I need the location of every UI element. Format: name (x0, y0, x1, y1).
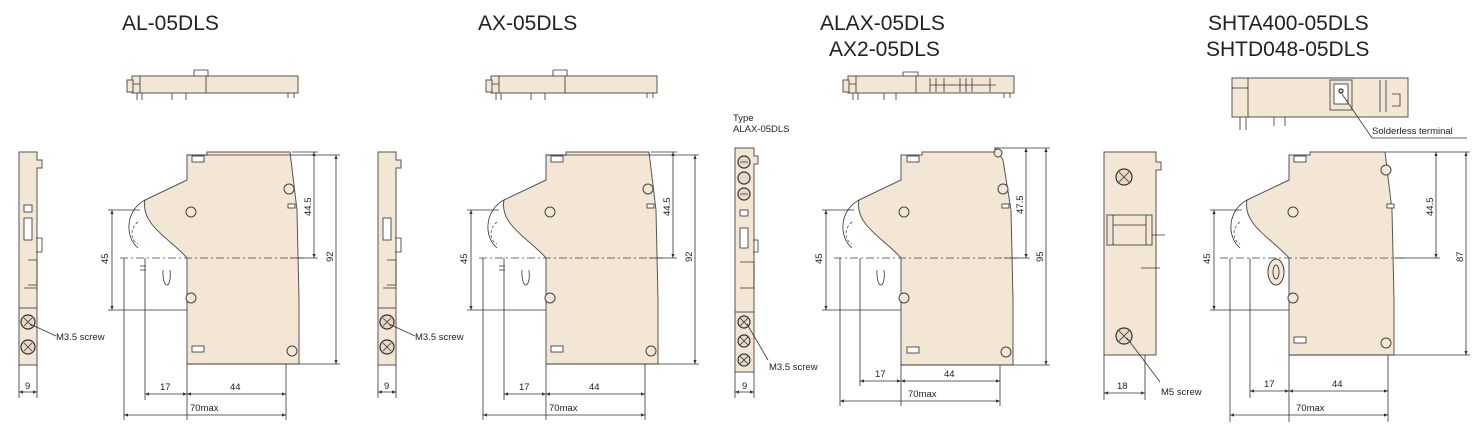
group-shta400-05dls: Solderless terminal 18 M5 screw (1103, 77, 1470, 422)
dim-height: 95 (1035, 251, 1046, 262)
screw-label: M3.5 screw (769, 362, 818, 373)
side-view: 9 M3.5 screw (734, 147, 818, 398)
group-ax-05dls: 9 M3.5 screw 92 44.5 45 (377, 69, 699, 420)
dim-offset: 45 (814, 253, 825, 264)
dim-side-width: 18 (1117, 381, 1128, 392)
dim-mid: 44 (1332, 379, 1343, 390)
dim-side-width: 9 (742, 381, 747, 392)
dim-height: 87 (1455, 251, 1466, 262)
dim-offset: 45 (459, 253, 470, 264)
dim-offset: 45 (100, 253, 111, 264)
top-view: Solderless terminal (1231, 77, 1467, 139)
dim-height: 92 (325, 251, 336, 262)
dim-upper: 44.5 (1425, 198, 1436, 217)
side-view: 18 M5 screw (1103, 151, 1202, 400)
dim-side-width: 9 (384, 381, 389, 392)
dim-left: 17 (160, 382, 171, 393)
model-title-shtd048-05dls: SHTD048-05DLS (1206, 38, 1369, 61)
dim-width: 70max (190, 403, 219, 414)
group-alax-05dls: Type ALAX-05DLS 9 M3.5 screw (733, 71, 1050, 406)
front-view: 95 47.5 45 17 44 70max (814, 146, 1050, 406)
top-view (126, 69, 299, 100)
dim-left: 17 (1264, 379, 1275, 390)
type-label-model: ALAX-05DLS (733, 124, 790, 135)
top-view (842, 71, 1015, 100)
front-view: 92 44.5 45 17 44 70max (100, 151, 340, 420)
front-view: 87 44.5 45 17 44 70max (1202, 151, 1470, 422)
dim-width: 70max (1296, 403, 1325, 414)
type-label: Type (733, 113, 754, 124)
dim-mid: 44 (944, 369, 955, 380)
dim-mid: 44 (230, 382, 241, 393)
group-al-05dls: 9 M3.5 screw 92 44.5 (18, 69, 340, 420)
dim-upper: 44.5 (662, 198, 673, 217)
model-title-ax2-05dls: AX2-05DLS (829, 38, 940, 61)
dim-width: 70max (549, 403, 578, 414)
screw-label: M5 screw (1161, 387, 1202, 398)
model-title-ax-05dls: AX-05DLS (478, 12, 577, 35)
dim-width: 70max (908, 389, 937, 400)
terminal-label: Solderless terminal (1372, 126, 1453, 137)
front-view: 92 44.5 45 17 44 70max (459, 151, 699, 420)
model-title-alax-05dls: ALAX-05DLS (820, 12, 945, 35)
screw-icon (737, 171, 751, 185)
model-title-shta400-05dls: SHTA400-05DLS (1208, 12, 1369, 35)
top-view (485, 69, 658, 100)
dim-left: 17 (875, 369, 886, 380)
solderless-terminal-icon (1338, 88, 1344, 94)
dim-upper: 47.5 (1015, 196, 1026, 215)
screw-label: M3.5 screw (415, 332, 464, 343)
dim-upper: 44.5 (303, 198, 314, 217)
side-view: 9 M3.5 screw (18, 151, 105, 398)
dim-offset: 45 (1202, 253, 1213, 264)
model-title-al-05dls: AL-05DLS (122, 12, 219, 35)
dim-side-width: 9 (25, 381, 30, 392)
dim-height: 92 (684, 251, 695, 262)
screw-label: M3.5 screw (56, 332, 105, 343)
dim-mid: 44 (589, 382, 600, 393)
dim-left: 17 (519, 382, 530, 393)
side-view: 9 M3.5 screw (377, 151, 464, 398)
